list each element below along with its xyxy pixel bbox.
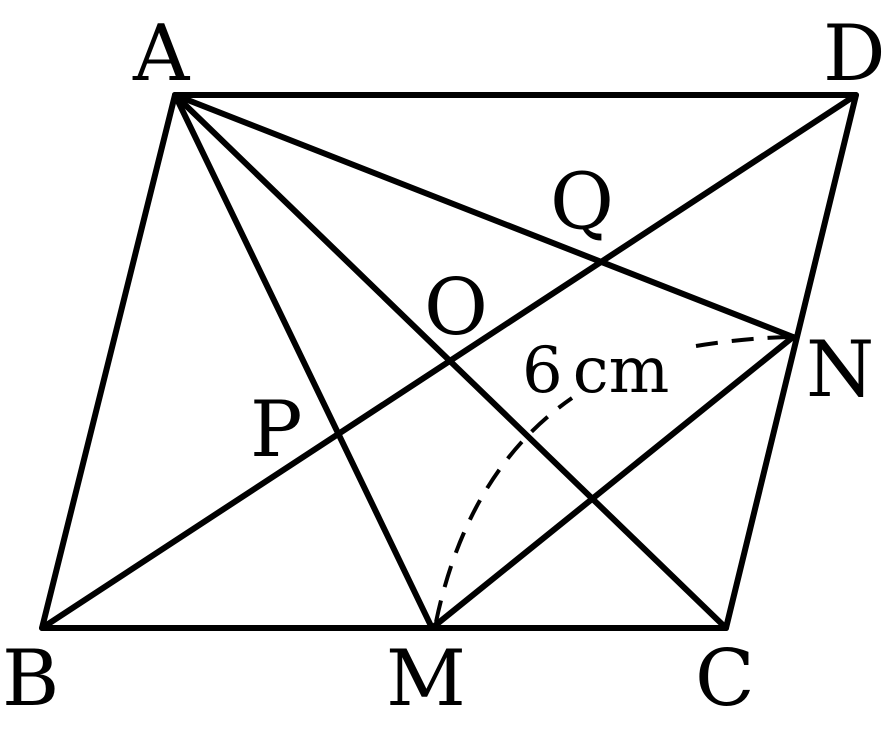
label-q: Q (550, 157, 614, 247)
measurement-value: 6 (522, 334, 563, 408)
diagonal-bd (39, 92, 859, 631)
label-o: O (424, 263, 488, 353)
measurement-unit: cm (573, 334, 670, 408)
segment-mn (429, 334, 796, 631)
measure-arc (434, 396, 574, 623)
label-p: P (250, 385, 302, 475)
measure-tick (695, 335, 791, 348)
segment-am (172, 92, 435, 631)
label-b: B (2, 634, 59, 724)
label-d: D (823, 9, 886, 99)
label-m: M (386, 634, 466, 724)
label-c: C (695, 634, 755, 724)
label-a: A (132, 9, 191, 99)
label-n: N (806, 325, 874, 415)
segment-an (172, 92, 796, 340)
